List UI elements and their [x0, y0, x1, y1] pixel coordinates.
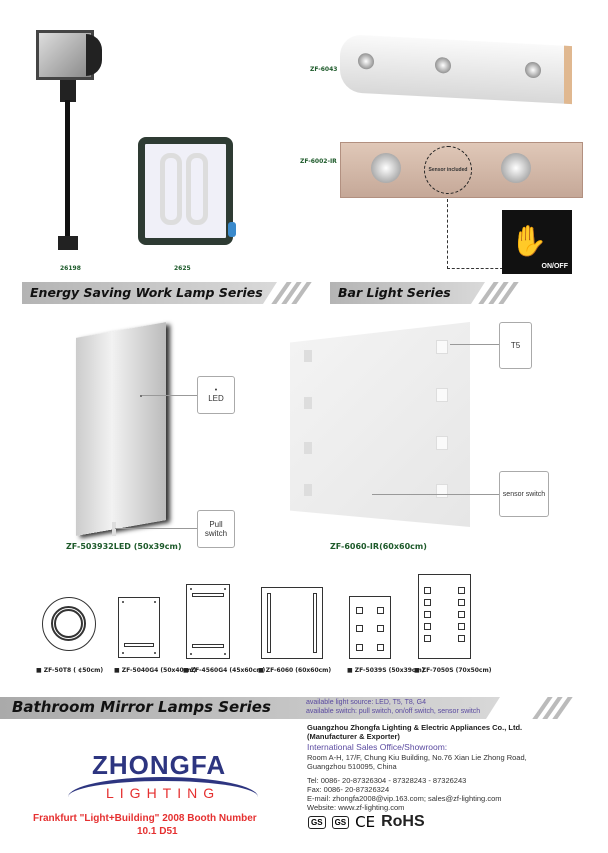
diagram-label: ■ ZF-4560G4 (45x60cm) — [183, 667, 266, 674]
rohs-mark-icon: RoHS — [381, 813, 425, 830]
diagram-label: ■ ZF-50T8 ( ¢50cm) — [36, 667, 104, 674]
callout-pull-switch: Pull switch — [197, 510, 235, 548]
callout-t5: T5 — [499, 322, 532, 369]
website[interactable]: Website: www.zf-lighting.com — [307, 803, 405, 812]
diagram-label: ■ ZF-5039S (50x39cm) — [347, 667, 425, 674]
model-zf-6043: ZF-6043 — [310, 66, 338, 73]
ce-mark-icon: CE — [355, 813, 376, 831]
switch-text: available switch: pull switch, on/off sw… — [306, 708, 481, 715]
bathroom-banner — [0, 697, 500, 719]
light-source-text: available light source: LED, T5, T8, G4 — [306, 699, 426, 706]
company-name: Guangzhou Zhongfa Lighting & Electric Ap… — [307, 723, 523, 732]
diagram-label: ■ ZF-7050S (70x50cm) — [414, 667, 492, 674]
diagram-zf-4560g4 — [186, 584, 230, 659]
bar-light-6043-image — [340, 33, 572, 105]
diagram-zf-5040g4 — [118, 597, 160, 658]
bar-light-banner: Bar Light Series — [330, 282, 485, 304]
model-zf-6060-ir: ZF-6060-IR(60x60cm) — [330, 542, 427, 551]
model-zf-6002-ir: ZF-6002-IR — [300, 158, 337, 165]
onoff-sensor-box: ✋ ON/OFF — [502, 210, 572, 274]
diagram-zf-50t8 — [42, 597, 96, 651]
logo-arc — [68, 777, 258, 817]
floodlight-image — [36, 30, 102, 255]
callout-led: •LED — [197, 376, 235, 414]
diagram-label: ■ ZF-6060 (60x60cm) — [258, 667, 332, 674]
bar-light-6002-ir-image: Sensor included — [340, 142, 583, 198]
address-line-1: Room A-H, 17/F, Chung Kiu Building, No.7… — [307, 753, 527, 762]
diagram-zf-5039s — [349, 596, 391, 659]
certification-logos: GS GS CE RoHS — [308, 813, 425, 831]
diagram-zf-7050s — [418, 574, 471, 659]
company-role: (Manufacturer & Exporter) — [307, 732, 400, 741]
fair-booth-line-1: Frankfurt "Light+Building" 2008 Booth Nu… — [33, 813, 257, 824]
lighting-logo-text: LIGHTING — [106, 785, 221, 801]
tel: Tel: 0086- 20-87326304 - 87328243 - 8732… — [307, 776, 467, 785]
model-2625: 2625 — [174, 265, 191, 272]
diagram-label: ■ ZF-5040G4 (50x40cm) — [114, 667, 197, 674]
led-mirror-image — [76, 322, 166, 536]
gs-mark-icon: GS — [331, 815, 350, 829]
gs-mark-icon: GS — [308, 815, 326, 829]
sensor-included-label: Sensor included — [424, 146, 472, 194]
t5-mirror-image — [290, 322, 470, 527]
fair-booth-line-2: 10.1 D51 — [137, 826, 178, 837]
model-26198: 26198 — [60, 265, 81, 272]
zhongfa-logo-text: ZHONGFA — [92, 750, 227, 780]
address-line-2: Guangzhou 510095, China — [307, 762, 397, 771]
office-title: International Sales Office/Showroom: — [307, 742, 448, 752]
diagram-zf-6060 — [261, 587, 323, 659]
email[interactable]: E-mail: zhongfa2008@vip.163.com; sales@z… — [307, 794, 502, 803]
work-lamp-banner: Energy Saving Work Lamp Series — [22, 282, 277, 304]
model-zf-503932led: ZF-503932LED (50x39cm) — [66, 542, 182, 551]
hand-icon: ✋ — [510, 225, 548, 258]
onoff-label: ON/OFF — [541, 263, 568, 270]
callout-sensor-switch: sensor switch — [499, 471, 549, 517]
bathroom-banner-title: Bathroom Mirror Lamps Series — [12, 698, 271, 716]
work-lamp-image — [138, 137, 238, 247]
fax: Fax: 0086- 20-87326324 — [307, 785, 390, 794]
